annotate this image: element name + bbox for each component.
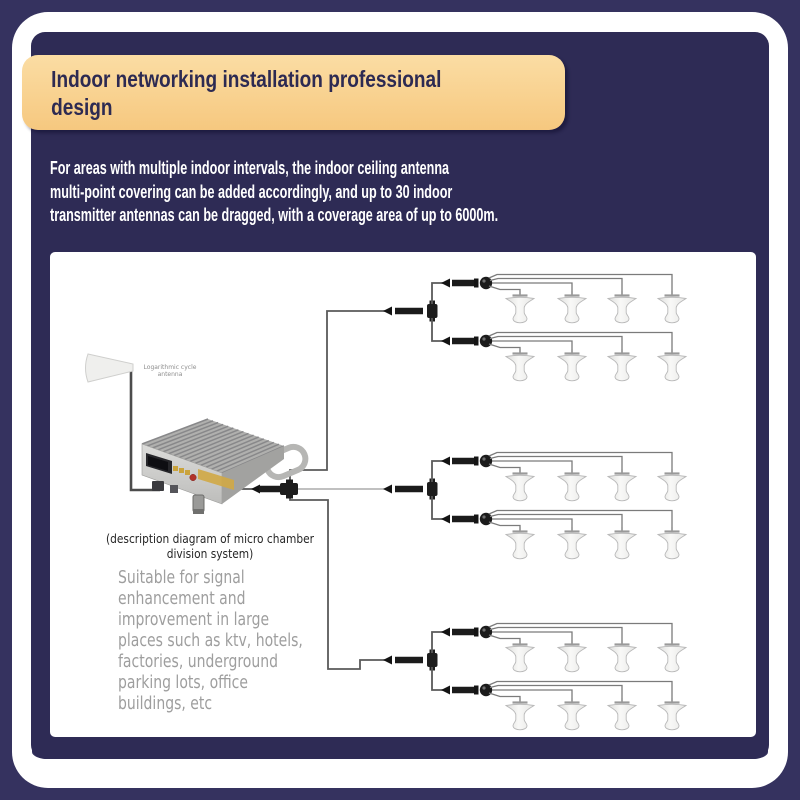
ceiling-antenna-icon bbox=[556, 289, 588, 324]
trunk-cabling bbox=[238, 310, 388, 670]
ceiling-antenna-icon bbox=[606, 525, 638, 560]
signal-booster-illustration bbox=[141, 418, 309, 514]
ceiling-antenna-icon bbox=[504, 638, 536, 673]
ceiling-antenna-icon bbox=[556, 638, 588, 673]
outer-frame bbox=[12, 12, 788, 788]
ceiling-antenna-icon bbox=[504, 347, 536, 382]
antenna-group bbox=[383, 451, 688, 560]
ceiling-antenna-icon bbox=[556, 347, 588, 382]
ceiling-antenna-icon bbox=[504, 525, 536, 560]
ceiling-antenna-icon bbox=[656, 467, 688, 502]
ceiling-antenna-icon bbox=[606, 289, 638, 324]
ceiling-antenna-icon bbox=[606, 696, 638, 731]
outdoor-antenna-illustration bbox=[85, 353, 160, 492]
antenna-group bbox=[383, 622, 688, 731]
ceiling-antenna-icon bbox=[606, 347, 638, 382]
antenna-group bbox=[383, 273, 688, 382]
ceiling-antenna-icon bbox=[504, 289, 536, 324]
ceiling-antenna-icon bbox=[656, 638, 688, 673]
diagram-caption: (description diagram of micro chamber di… bbox=[105, 531, 315, 561]
intro-text: For areas with multiple indoor intervals… bbox=[50, 158, 499, 225]
outdoor-antenna-label: Logarithmic cycle antenna bbox=[143, 364, 197, 378]
ceiling-antenna-icon bbox=[656, 347, 688, 382]
ceiling-antenna-icon bbox=[504, 696, 536, 731]
suitable-for-text: Suitable for signal enhancement and impr… bbox=[118, 568, 303, 714]
ceiling-antenna-icon bbox=[606, 638, 638, 673]
page-title: Indoor networking installation professio… bbox=[51, 66, 442, 120]
ceiling-antenna-icon bbox=[656, 696, 688, 731]
ceiling-antenna-icon bbox=[656, 289, 688, 324]
ceiling-antenna-icon bbox=[606, 467, 638, 502]
ceiling-antenna-icon bbox=[656, 525, 688, 560]
ceiling-antenna-icon bbox=[556, 696, 588, 731]
title-banner: Indoor networking installation professio… bbox=[22, 55, 565, 130]
ceiling-antenna-icon bbox=[504, 467, 536, 502]
network-diagram-svg bbox=[85, 273, 688, 731]
diagram-panel bbox=[50, 252, 756, 737]
ceiling-antenna-icon bbox=[556, 525, 588, 560]
ceiling-antenna-icon bbox=[556, 467, 588, 502]
